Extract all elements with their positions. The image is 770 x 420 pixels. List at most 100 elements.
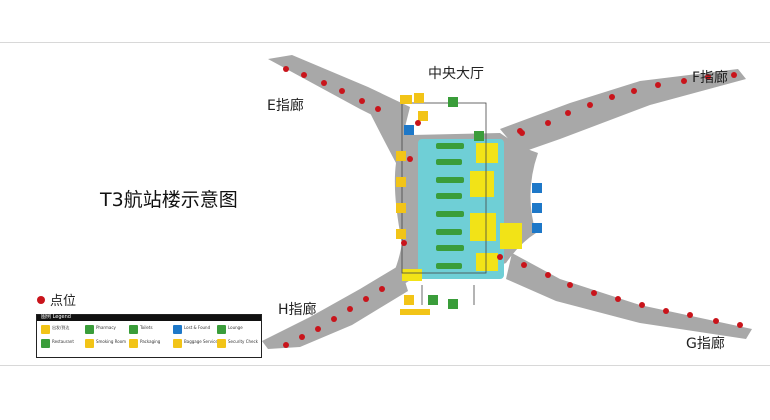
legend-item-label: Lounge — [228, 325, 243, 330]
point-marker — [339, 88, 345, 94]
point-marker — [731, 72, 737, 78]
point-marker — [587, 102, 593, 108]
service-icon — [400, 95, 412, 104]
point-marker — [713, 318, 719, 324]
label-pier-g: G指廊 — [686, 336, 725, 352]
point-marker — [331, 316, 337, 322]
service-icon — [448, 299, 458, 309]
shop-block — [500, 223, 522, 249]
map-canvas: 中央大厅 E指廊 F指廊 H指廊 G指廊 T3航站楼示意图 点位 — [0, 42, 770, 366]
terminal-map — [262, 55, 752, 349]
point-marker — [407, 156, 413, 162]
point-marker — [565, 110, 571, 116]
legend-item-label: Restaurant — [52, 339, 74, 344]
legend-item: 出发/到达 — [41, 325, 95, 335]
service-icon — [396, 177, 406, 187]
service-icon — [532, 223, 542, 233]
service-icon — [532, 183, 542, 193]
point-marker — [497, 254, 503, 260]
point-marker — [639, 302, 645, 308]
point-marker — [609, 94, 615, 100]
point-marker — [375, 106, 381, 112]
point-marker — [363, 296, 369, 302]
page-title: T3航站楼示意图 — [100, 189, 238, 211]
label-pier-f: F指廊 — [692, 70, 729, 86]
point-marker — [545, 120, 551, 126]
legend-item-icon — [173, 325, 182, 334]
legend-item: Restaurant — [41, 339, 95, 349]
service-icon — [418, 111, 428, 121]
point-marker — [315, 326, 321, 332]
point-marker — [655, 82, 661, 88]
point-marker — [591, 290, 597, 296]
service-icon — [404, 125, 414, 135]
legend-item-icon — [217, 339, 226, 348]
service-icons — [396, 93, 542, 315]
point-marker — [415, 120, 421, 126]
legend-item: Packaging — [129, 339, 183, 349]
point-marker — [379, 286, 385, 292]
shop-block — [476, 253, 498, 271]
label-pier-e: E指廊 — [267, 98, 304, 114]
legend-point-icon — [37, 296, 45, 304]
legend-item-label: Pharmacy — [96, 325, 116, 330]
legend-item-label: 出发/到达 — [52, 325, 70, 330]
service-icon — [404, 295, 414, 305]
point-marker — [401, 240, 407, 246]
point-marker — [687, 312, 693, 318]
legend-point-label: 点位 — [50, 294, 77, 309]
shop-block — [402, 269, 422, 281]
label-pier-h: H指廊 — [278, 302, 317, 318]
point-marker — [681, 78, 687, 84]
pier-f-shape — [500, 69, 746, 153]
point-marker — [615, 296, 621, 302]
legend-item-label: Security Check — [228, 339, 259, 344]
legend-item-icon — [173, 339, 182, 348]
service-icon — [428, 295, 438, 305]
legend-item-label: Toilets — [140, 325, 153, 330]
point-marker — [545, 272, 551, 278]
legend-item: Lounge — [217, 325, 271, 335]
legend-item-icon — [41, 339, 50, 348]
legend-item: Pharmacy — [85, 325, 139, 335]
route-lines — [401, 102, 487, 305]
point-marker — [705, 74, 711, 80]
service-icon — [414, 93, 424, 103]
pier-g-shape — [506, 253, 752, 339]
point-marker — [347, 306, 353, 312]
service-icon — [448, 97, 458, 107]
legend-item-icon — [41, 325, 50, 334]
label-central-hall: 中央大厅 — [428, 66, 484, 82]
point-marker — [631, 88, 637, 94]
point-marker — [663, 308, 669, 314]
service-icon — [396, 203, 406, 213]
legend-item: Baggage Service — [173, 339, 227, 349]
pier-h-shape — [262, 265, 408, 349]
legend-item-label: Packaging — [140, 339, 161, 344]
shop-block — [470, 213, 496, 241]
legend-item: Toilets — [129, 325, 183, 335]
legend-item-icon — [217, 325, 226, 334]
point-marker — [359, 98, 365, 104]
shop-block — [470, 171, 494, 197]
legend-item-icon — [129, 325, 138, 334]
point-marker — [301, 72, 307, 78]
point-marker — [517, 128, 523, 134]
service-icon — [396, 151, 406, 161]
service-icon — [400, 309, 430, 315]
point-marker — [737, 322, 743, 328]
service-icon — [396, 229, 406, 239]
point-marker — [283, 66, 289, 72]
legend-item-label: Smoking Room — [96, 339, 127, 344]
gate-strips — [436, 143, 464, 269]
legend-item-label: Baggage Service — [184, 339, 218, 344]
point-marker — [283, 342, 289, 348]
point-markers — [283, 66, 743, 348]
point-marker — [521, 262, 527, 268]
legend-item: Smoking Room — [85, 339, 139, 349]
shop-block — [476, 143, 498, 163]
legend-item: Lost & Found — [173, 325, 227, 335]
service-icon — [474, 131, 484, 141]
point-marker — [321, 80, 327, 86]
